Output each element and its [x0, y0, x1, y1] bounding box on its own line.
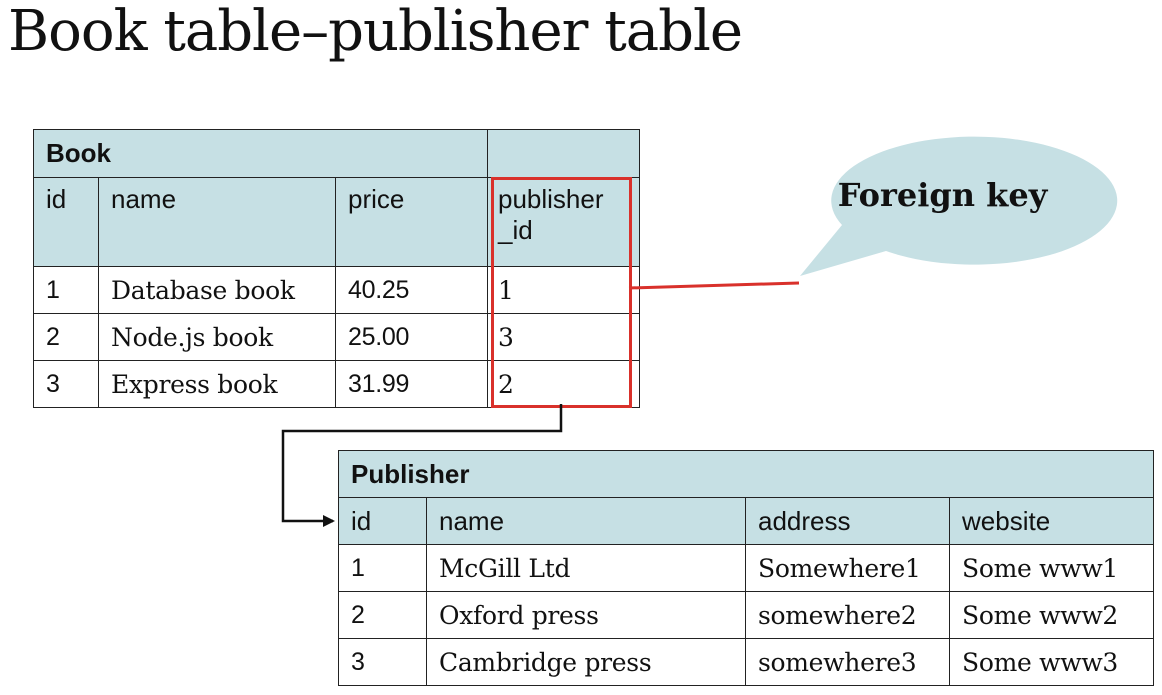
- book-table-caption: Book: [33, 129, 488, 178]
- book-cell-id: 2: [33, 313, 99, 361]
- book-header-publisher-id-line2: _id: [498, 215, 533, 245]
- publisher-cell-name: Cambridge press: [426, 638, 746, 686]
- publisher-cell-website: Some www1: [948, 544, 1155, 592]
- book-cell-publisher-id: 1: [487, 266, 640, 314]
- callout-foreign-key-label: Foreign key: [837, 176, 1048, 214]
- publisher-cell-website: Some www2: [948, 591, 1155, 639]
- book-cell-price: 31.99: [335, 360, 488, 408]
- book-cell-price: 40.25: [335, 266, 488, 314]
- publisher-cell-id: 1: [338, 544, 427, 592]
- publisher-cell-website: Some www3: [948, 638, 1155, 686]
- book-cell-price: 25.00: [335, 313, 488, 361]
- publisher-cell-address: somewhere3: [745, 638, 950, 686]
- book-cell-name: Express book: [98, 360, 336, 408]
- publisher-cell-address: somewhere2: [745, 591, 950, 639]
- book-cell-name: Database book: [98, 266, 336, 314]
- publisher-cell-name: McGill Ltd: [426, 544, 746, 592]
- book-cell-publisher-id: 2: [487, 360, 640, 408]
- publisher-header-row: id name address website: [338, 497, 1155, 545]
- publisher-cell-id: 3: [338, 638, 427, 686]
- book-cell-id: 1: [33, 266, 99, 314]
- publisher-table-caption: Publisher: [337, 450, 1155, 498]
- publisher-header-address: address: [745, 497, 950, 545]
- book-cell-id: 3: [33, 360, 99, 408]
- publisher-caption-row: Publisher: [337, 450, 1155, 498]
- publisher-cell-name: Oxford press: [426, 591, 746, 639]
- publisher-header-id: id: [338, 497, 427, 545]
- book-header-id: id: [33, 177, 99, 267]
- table-row: 1 Database book 40.25 1: [33, 266, 640, 314]
- table-row: 3 Express book 31.99 2: [33, 360, 640, 408]
- book-caption-empty-cell: [487, 129, 640, 178]
- slide-title: Book table–publisher table: [8, 0, 743, 64]
- table-row: 2 Oxford press somewhere2 Some www2: [338, 591, 1155, 639]
- publisher-header-website: website: [948, 497, 1155, 545]
- foreign-key-highlight-box: [491, 177, 632, 408]
- book-caption-row: Book: [33, 129, 640, 178]
- book-header-name: name: [98, 177, 336, 267]
- publisher-header-name: name: [426, 497, 746, 545]
- foreign-key-connector-line: [628, 281, 800, 290]
- table-row: 2 Node.js book 25.00 3: [33, 313, 640, 361]
- book-header-price: price: [335, 177, 488, 267]
- publisher-cell-address: Somewhere1: [745, 544, 950, 592]
- table-row: 3 Cambridge press somewhere3 Some www3: [338, 638, 1155, 686]
- book-table: Book id name price publisher _id 1 Datab…: [33, 129, 640, 408]
- publisher-table: Publisher id name address website 1 McGi…: [337, 450, 1155, 686]
- book-header-publisher-id-line1: publisher: [498, 184, 604, 214]
- publisher-cell-id: 2: [338, 591, 427, 639]
- book-header-row: id name price publisher _id: [33, 177, 640, 267]
- table-row: 1 McGill Ltd Somewhere1 Some www1: [338, 544, 1155, 592]
- book-cell-name: Node.js book: [98, 313, 336, 361]
